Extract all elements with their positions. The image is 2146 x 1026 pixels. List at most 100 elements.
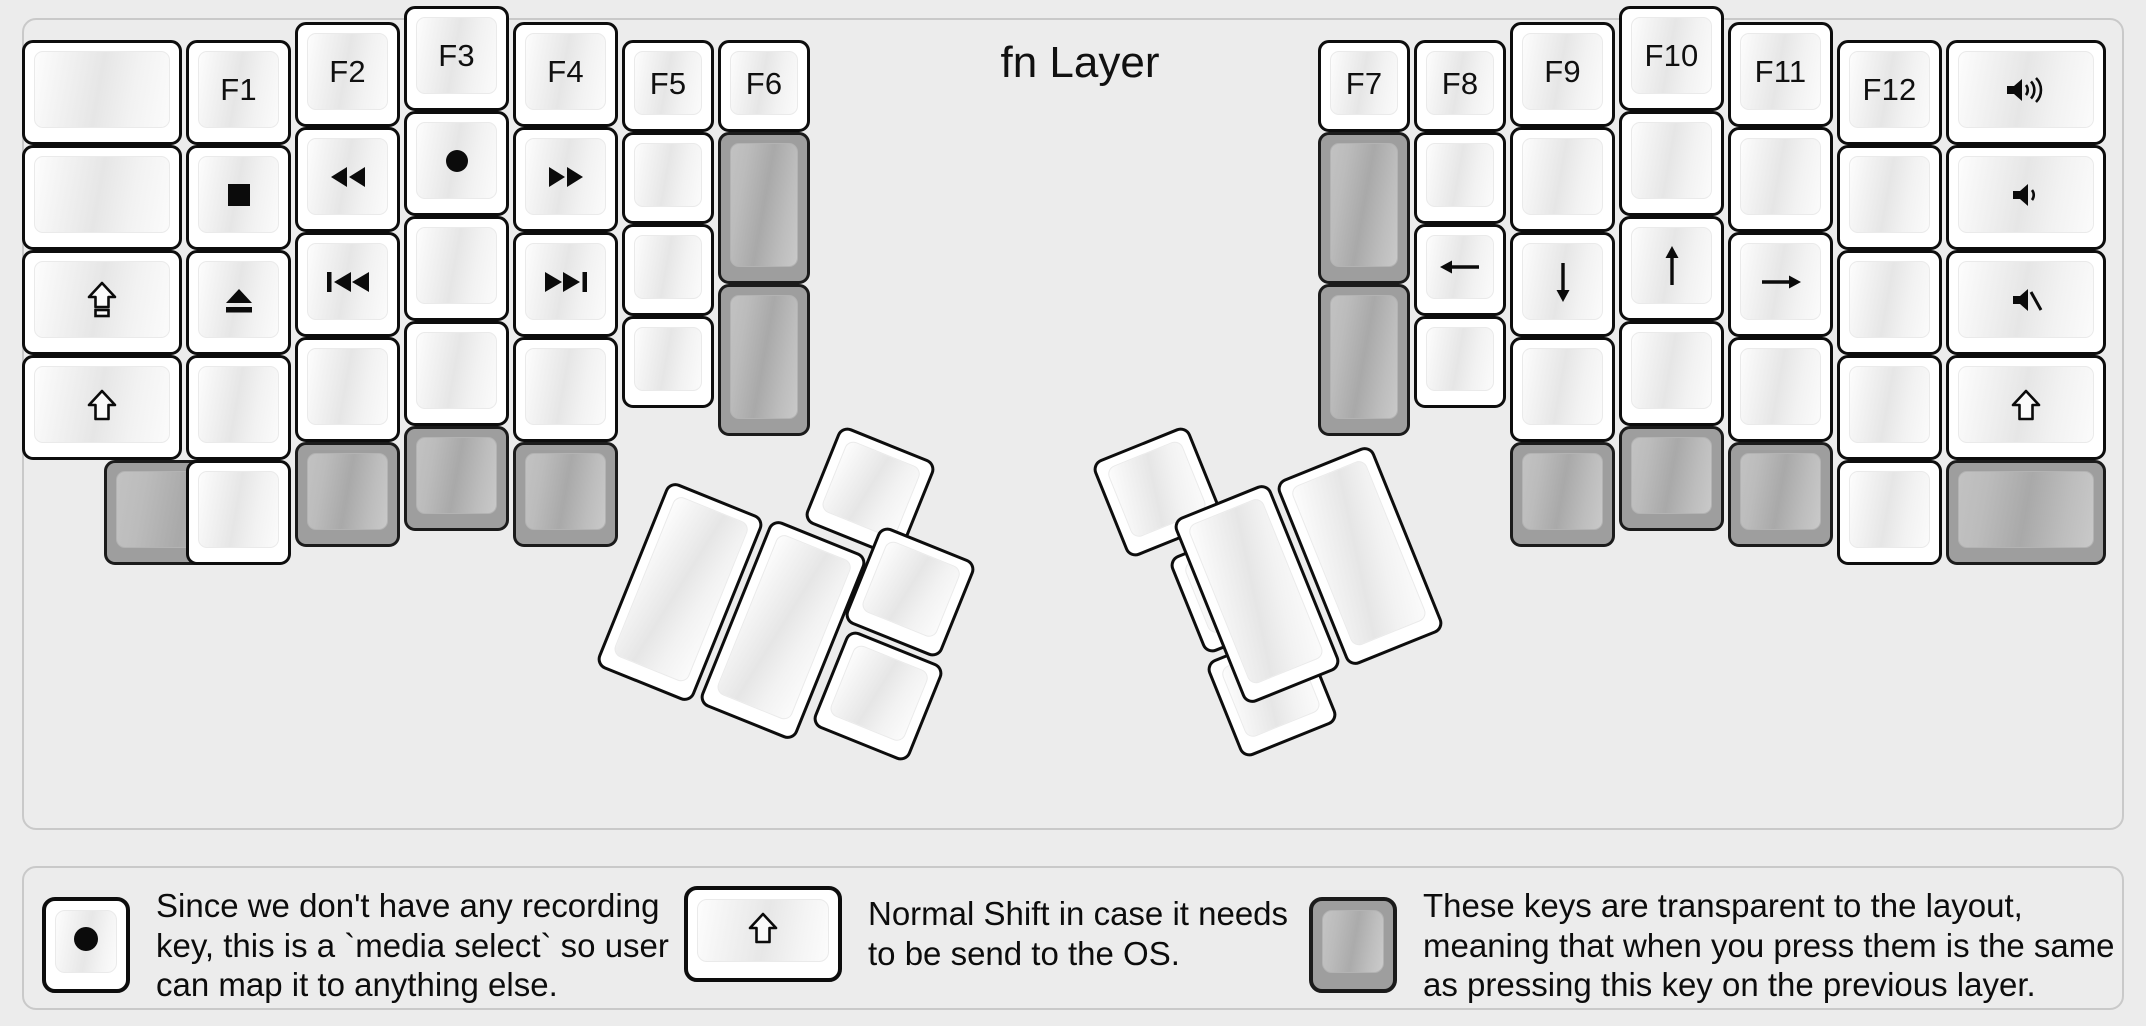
key-left-col-inner-extra-0[interactable]: F6 bbox=[718, 40, 810, 132]
key-right-col-middle-2[interactable] bbox=[1510, 232, 1615, 337]
key-right-col-middle-4[interactable] bbox=[1510, 442, 1615, 547]
key-right-col-ring-1[interactable] bbox=[1619, 111, 1724, 216]
key-left-col-pinky-outer-2[interactable] bbox=[22, 250, 182, 355]
key-right-col-index-inner-2[interactable] bbox=[1318, 284, 1410, 436]
key-left-col-middle-4[interactable] bbox=[404, 426, 509, 531]
key-left-col-pinky-outer-3[interactable] bbox=[22, 355, 182, 460]
key-right-col-ring-3[interactable] bbox=[1619, 321, 1724, 426]
key-left-col-pinky-outer-3-cap bbox=[34, 366, 170, 443]
key-left-col-pinky-outer-0[interactable] bbox=[22, 40, 182, 145]
key-left-col-pinky-outer-1-cap bbox=[34, 156, 170, 233]
key-left-col-ring-0-label: F2 bbox=[329, 54, 366, 89]
key-right-col-ring-2[interactable] bbox=[1619, 216, 1724, 321]
legend-item-shift-text: Normal Shift in case it needs to be send… bbox=[868, 895, 1289, 972]
key-right-col-index-3[interactable] bbox=[1414, 316, 1506, 408]
key-right-col-index-inner-0[interactable]: F7 bbox=[1318, 40, 1410, 132]
page-title: fn Layer bbox=[1000, 38, 1160, 87]
key-left-col-index-2[interactable] bbox=[513, 232, 618, 337]
key-right-col-middle-0[interactable]: F9 bbox=[1510, 22, 1615, 127]
key-left-col-ring-0[interactable]: F2 bbox=[295, 22, 400, 127]
shift-arrow-icon bbox=[2011, 388, 2041, 422]
key-right-col-pinky-0[interactable]: F11 bbox=[1728, 22, 1833, 127]
key-right-col-middle-3[interactable] bbox=[1510, 337, 1615, 442]
key-left-col-index-1-cap bbox=[525, 138, 606, 215]
key-right-col-outer-extra-0-cap bbox=[1958, 51, 2094, 128]
key-left-col-index-inner-0[interactable]: F5 bbox=[622, 40, 714, 132]
key-right-col-pinky-3[interactable] bbox=[1728, 337, 1833, 442]
key-left-col-middle-0[interactable]: F3 bbox=[404, 6, 509, 111]
key-left-col-ring-0-cap: F2 bbox=[307, 33, 388, 110]
key-right-col-ring-3-cap bbox=[1631, 332, 1712, 409]
key-right-col-middle-2-cap bbox=[1522, 243, 1603, 320]
shift-arrow-icon bbox=[87, 388, 117, 422]
key-left-col-ring-3-cap bbox=[307, 348, 388, 425]
legend-item-record: Since we don't have any recording key, t… bbox=[42, 886, 669, 1005]
key-left-col-inner-extra-2[interactable] bbox=[718, 284, 810, 436]
key-right-col-pinky-outer-1[interactable] bbox=[1837, 145, 1942, 250]
key-left-col-inner-extra-1[interactable] bbox=[718, 132, 810, 284]
key-left-col-index-inner-1[interactable] bbox=[622, 132, 714, 224]
key-right-col-pinky-outer-4[interactable] bbox=[1837, 460, 1942, 565]
key-left-col-ring-1-cap bbox=[307, 138, 388, 215]
key-left-col-index-0-label: F4 bbox=[547, 54, 584, 89]
key-left-col-pinky-1[interactable] bbox=[186, 145, 291, 250]
key-left-col-pinky-0[interactable]: F1 bbox=[186, 40, 291, 145]
legend-panel: Since we don't have any recording key, t… bbox=[22, 866, 2124, 1010]
key-left-col-index-4[interactable] bbox=[513, 442, 618, 547]
key-right-col-ring-4[interactable] bbox=[1619, 426, 1724, 531]
key-right-col-pinky-3-cap bbox=[1740, 348, 1821, 425]
media-stop-icon bbox=[224, 180, 254, 210]
key-right-col-outer-extra-1[interactable] bbox=[1946, 145, 2106, 250]
key-left-col-middle-1[interactable] bbox=[404, 111, 509, 216]
key-right-col-ring-0[interactable]: F10 bbox=[1619, 6, 1724, 111]
key-right-col-pinky-1[interactable] bbox=[1728, 127, 1833, 232]
legend-item-transparent-text: These keys are transparent to the layout… bbox=[1423, 887, 2115, 1004]
key-right-col-pinky-2[interactable] bbox=[1728, 232, 1833, 337]
key-right-col-outer-extra-3[interactable] bbox=[1946, 355, 2106, 460]
key-right-col-index-2[interactable] bbox=[1414, 224, 1506, 316]
key-left-col-ring-3[interactable] bbox=[295, 337, 400, 442]
key-left-col-index-0[interactable]: F4 bbox=[513, 22, 618, 127]
key-left-col-pinky-outer-1[interactable] bbox=[22, 145, 182, 250]
key-right-col-middle-1[interactable] bbox=[1510, 127, 1615, 232]
key-left-col-ring-4[interactable] bbox=[295, 442, 400, 547]
key-left-col-index-inner-3[interactable] bbox=[622, 316, 714, 408]
arrow-down-icon bbox=[1550, 259, 1576, 305]
key-left-col-pinky-3[interactable] bbox=[186, 355, 291, 460]
volume-mute-icon bbox=[2009, 285, 2043, 315]
key-right-col-index-inner-1[interactable] bbox=[1318, 132, 1410, 284]
key-right-col-outer-extra-2[interactable] bbox=[1946, 250, 2106, 355]
key-right-col-outer-extra-4[interactable] bbox=[1946, 460, 2106, 565]
key-left-col-inner-extra-1-cap bbox=[730, 143, 798, 267]
key-left-col-middle-0-label: F3 bbox=[438, 38, 475, 73]
key-left-col-pinky-outer-0-cap bbox=[34, 51, 170, 128]
key-right-col-index-inner-2-cap bbox=[1330, 295, 1398, 419]
legend-key-shift-cap bbox=[697, 899, 829, 962]
key-left-col-pinky-4[interactable] bbox=[186, 460, 291, 565]
key-left-col-middle-3[interactable] bbox=[404, 321, 509, 426]
key-right-col-ring-4-cap bbox=[1631, 437, 1712, 514]
key-left-col-index-2-cap bbox=[525, 243, 606, 320]
key-left-col-ring-2[interactable] bbox=[295, 232, 400, 337]
key-right-col-pinky-1-cap bbox=[1740, 138, 1821, 215]
key-right-col-outer-extra-0[interactable] bbox=[1946, 40, 2106, 145]
key-right-col-index-0-cap: F8 bbox=[1426, 51, 1494, 115]
key-right-col-pinky-outer-0[interactable]: F12 bbox=[1837, 40, 1942, 145]
key-right-col-index-0-label: F8 bbox=[1441, 65, 1479, 101]
key-left-col-ring-1[interactable] bbox=[295, 127, 400, 232]
key-left-col-index-1[interactable] bbox=[513, 127, 618, 232]
key-right-col-pinky-outer-2[interactable] bbox=[1837, 250, 1942, 355]
key-right-col-index-0[interactable]: F8 bbox=[1414, 40, 1506, 132]
key-right-col-pinky-4[interactable] bbox=[1728, 442, 1833, 547]
key-left-col-index-3[interactable] bbox=[513, 337, 618, 442]
key-left-col-middle-2[interactable] bbox=[404, 216, 509, 321]
key-right-col-outer-extra-1-cap bbox=[1958, 156, 2094, 233]
key-right-col-pinky-outer-3[interactable] bbox=[1837, 355, 1942, 460]
key-right-col-middle-3-cap bbox=[1522, 348, 1603, 425]
key-right-col-index-1[interactable] bbox=[1414, 132, 1506, 224]
key-left-col-index-inner-2[interactable] bbox=[622, 224, 714, 316]
key-right-col-middle-0-label: F9 bbox=[1544, 54, 1581, 89]
key-left-col-index-0-cap: F4 bbox=[525, 33, 606, 110]
key-left-col-pinky-2[interactable] bbox=[186, 250, 291, 355]
media-eject-icon bbox=[222, 285, 256, 315]
